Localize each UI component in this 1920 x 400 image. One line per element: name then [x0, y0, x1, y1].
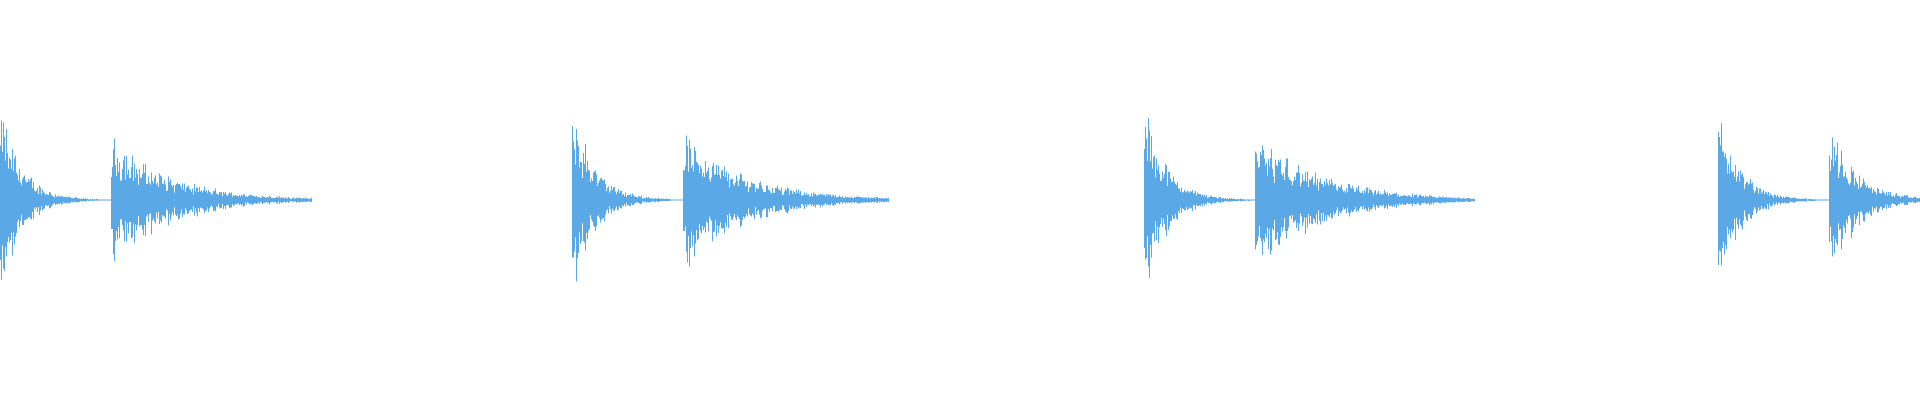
waveform-path: [0, 118, 1920, 282]
waveform-bars: [0, 118, 1920, 282]
